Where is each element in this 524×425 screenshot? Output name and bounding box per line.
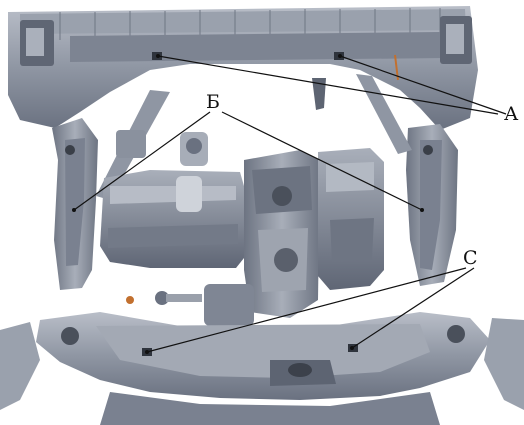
front-subframe (0, 312, 524, 425)
leader-c-left (146, 267, 467, 353)
leader-b-left (73, 111, 211, 211)
callout-label-c: С (463, 247, 478, 269)
transmission (244, 150, 320, 318)
strut-right (356, 74, 412, 154)
leader-lines (73, 55, 507, 353)
hanging-part (312, 78, 326, 110)
leader-a-right (339, 55, 507, 115)
callout-label-a: А (504, 103, 519, 125)
leader-a-left (157, 55, 499, 115)
top-panel (8, 6, 478, 130)
callout-label-b: Б (206, 91, 220, 113)
leader-tips (72, 54, 424, 354)
right-side-rail (406, 124, 458, 286)
left-side-rail (52, 118, 98, 290)
lower-components (126, 284, 254, 326)
right-sump (318, 148, 384, 290)
oil-pan (100, 130, 244, 268)
leader-b-right (221, 111, 423, 211)
leader-c-right (351, 267, 475, 349)
